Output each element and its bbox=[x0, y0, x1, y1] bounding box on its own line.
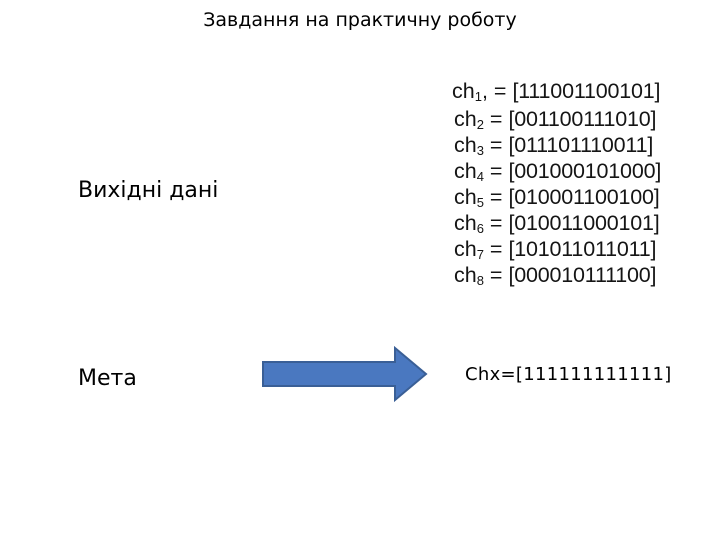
slide-title: Завдання на практичну роботу bbox=[203, 9, 517, 31]
chromosome-row-4: ch4 = [001000101000] bbox=[454, 159, 662, 184]
chromosome-row-7: ch7 = [101011011011] bbox=[454, 237, 657, 262]
arrow-shape bbox=[262, 346, 428, 403]
chromosome-row-1: ch1, = [111001100101] bbox=[452, 79, 661, 104]
chromosome-list-image: ch1, = [111001100101] ch2 = [00110011101… bbox=[444, 66, 690, 304]
chromosome-row-2: ch2 = [001100111010] bbox=[454, 107, 657, 132]
chromosome-row-5: ch5 = [010001100100] bbox=[454, 185, 660, 210]
target-chromosome: Chx=[111111111111] bbox=[465, 364, 672, 385]
chromosome-row-8: ch8 = [000010111100] bbox=[454, 263, 657, 288]
right-arrow-icon bbox=[262, 346, 428, 403]
source-data-label: Вихідні дані bbox=[78, 178, 219, 203]
chromosome-row-3: ch3 = [011101110011] bbox=[454, 133, 654, 158]
chromosome-row-6: ch6 = [010011000101] bbox=[454, 211, 660, 236]
goal-label: Мета bbox=[78, 366, 137, 391]
